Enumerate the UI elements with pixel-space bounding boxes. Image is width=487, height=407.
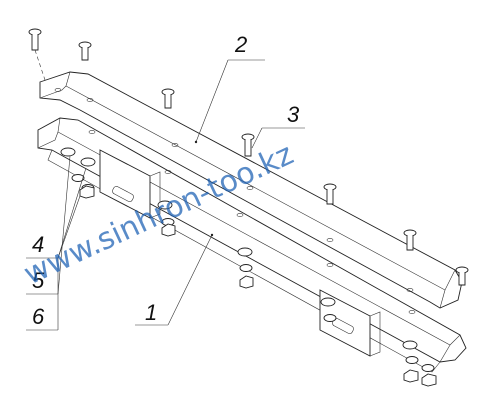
bolt-icon (28, 28, 46, 81)
callout-1: 1 (145, 300, 157, 325)
bolt-icon (78, 41, 92, 61)
bolt-set-top (28, 28, 469, 286)
fastener-set-right (320, 297, 437, 387)
upper-rail (39, 71, 463, 309)
callout-4: 4 (32, 232, 44, 257)
mounting-bracket-right (319, 289, 381, 357)
watermark: www.sinhron-too.kz (19, 137, 299, 292)
bolt-icon (455, 266, 469, 286)
callout-6: 6 (32, 304, 45, 329)
callout-2: 2 (234, 32, 247, 57)
bolt-icon (403, 229, 417, 251)
mounting-bracket-left (99, 149, 161, 219)
bolt-icon (161, 88, 175, 109)
fastener-set-left (60, 147, 254, 289)
callout-leaders (26, 59, 305, 331)
callout-5: 5 (32, 268, 45, 293)
bolt-icon (241, 133, 255, 157)
callout-3: 3 (287, 102, 300, 127)
bolt-icon (323, 183, 337, 205)
